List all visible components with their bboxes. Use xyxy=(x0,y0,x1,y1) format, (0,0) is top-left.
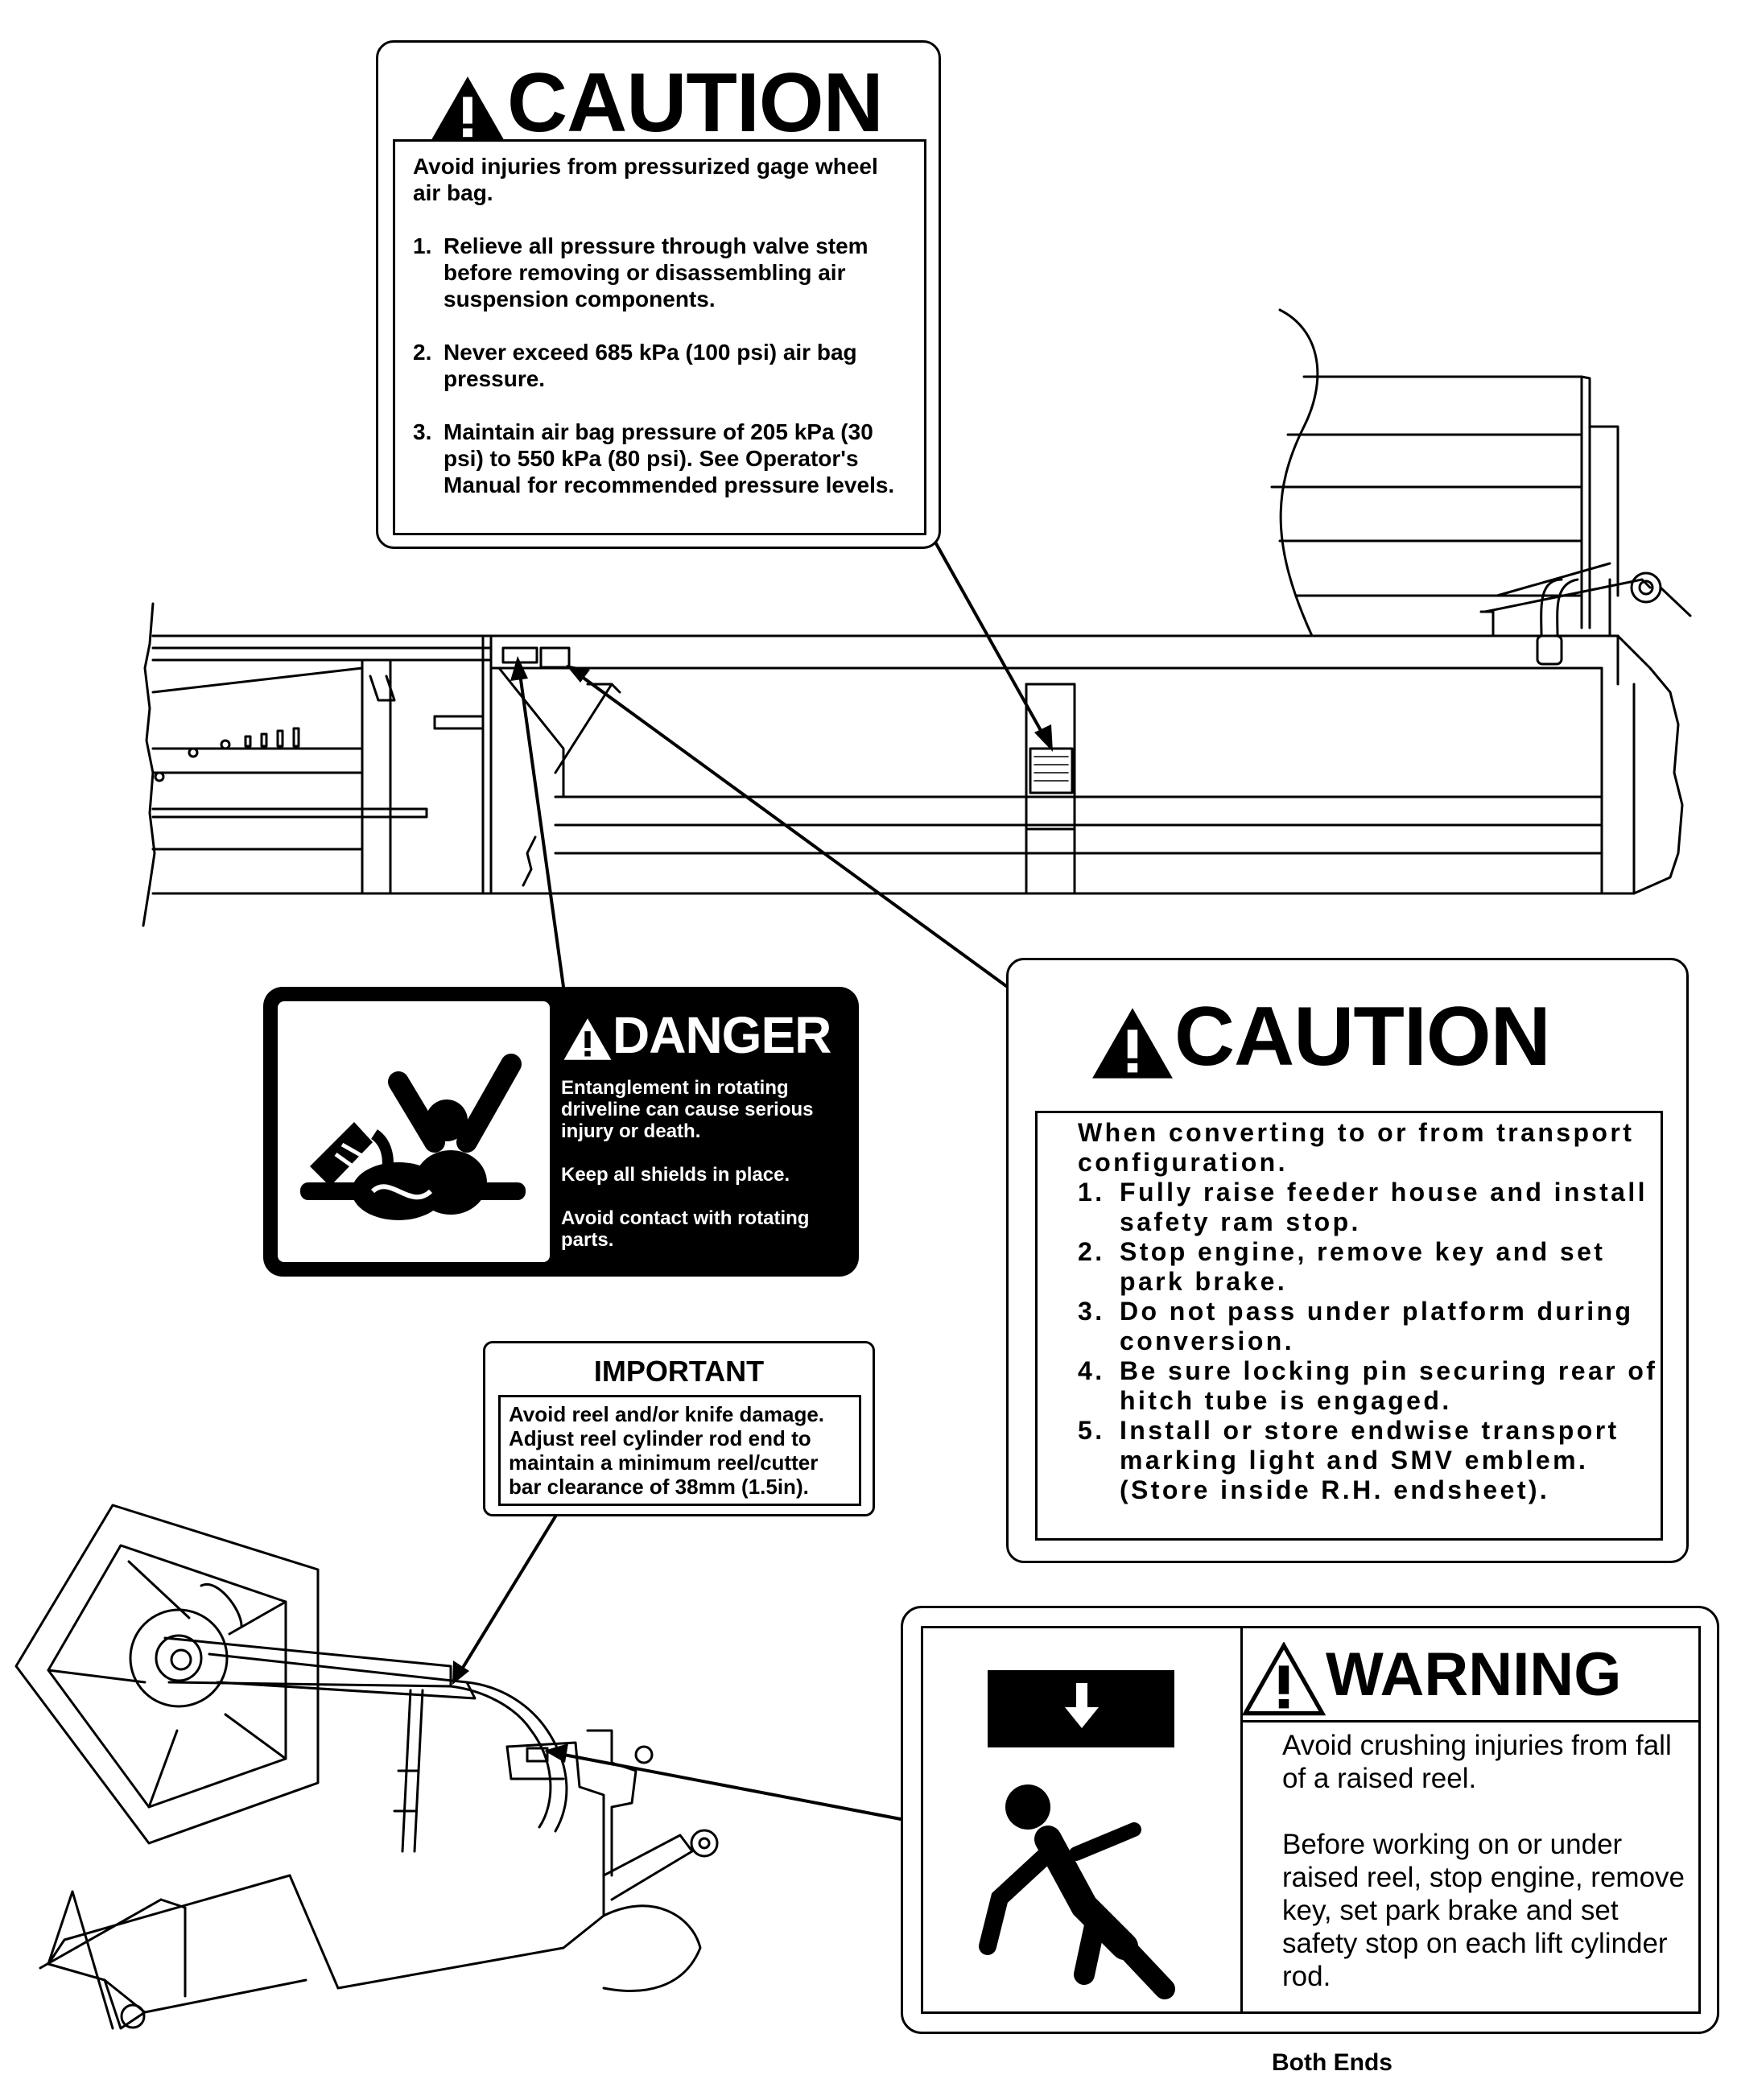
danger-line: Keep all shields in place. xyxy=(561,1164,790,1186)
danger-line: Avoid contact with rotating parts. xyxy=(561,1207,810,1251)
warning-frame: WARNING Avoid crushing injuries from fal… xyxy=(921,1626,1701,2014)
warning-heading: WARNING xyxy=(1242,1636,1621,1716)
pointer-lines xyxy=(457,538,1048,1821)
warning-body: Avoid crushing injuries from fall of a r… xyxy=(1242,1720,1698,2011)
caution-right-item: 1. Fully raise feeder house and install … xyxy=(1078,1178,1648,1236)
danger-line: Entanglement in rotating driveline can c… xyxy=(561,1077,814,1142)
important-title: IMPORTANT xyxy=(593,1355,765,1388)
caution-right-heading: CAUTION xyxy=(1091,984,1551,1089)
alert-triangle-icon xyxy=(1242,1641,1326,1716)
header-platform-drawing xyxy=(142,308,1692,927)
driveline-entanglement-icon xyxy=(300,1054,526,1220)
caution-top-heading: CAUTION xyxy=(428,51,884,155)
caution-right-item: 4. Be sure locking pin securing rear of … xyxy=(1078,1356,1658,1415)
caution-top-title: CAUTION xyxy=(507,56,884,150)
caution-top-body: Avoid injuries from pressurized gage whe… xyxy=(393,139,926,535)
danger-title: DANGER xyxy=(613,1006,831,1064)
danger-body: Entanglement in rotating driveline can c… xyxy=(561,1077,843,1273)
caution-right-title: CAUTION xyxy=(1174,990,1551,1083)
caution-transport-decal: CAUTION When converting to or from trans… xyxy=(1006,958,1689,1563)
caution-top-item: 3. Maintain air bag pressure of 205 kPa … xyxy=(413,419,895,497)
alert-triangle-icon xyxy=(1092,1007,1173,1079)
reel-arm-drawing xyxy=(14,1504,719,2030)
warning-title: WARNING xyxy=(1326,1640,1622,1709)
warning-pictogram xyxy=(923,1628,1243,2011)
important-reel-clearance-decal: IMPORTANT Avoid reel and/or knife damage… xyxy=(483,1341,875,1516)
both-ends-note: Both Ends xyxy=(1272,2049,1392,2076)
warning-line: Avoid crushing injuries from fall of a r… xyxy=(1282,1730,1672,1794)
alert-triangle-icon xyxy=(430,76,505,142)
pointer-arrowheads xyxy=(452,656,1053,1763)
caution-right-intro: When converting to or from transport con… xyxy=(1078,1118,1635,1177)
falling-reel-crush-icon xyxy=(979,1670,1175,1999)
warning-line: Before working on or under raised reel, … xyxy=(1282,1829,1685,1992)
warning-raised-reel-decal: WARNING Avoid crushing injuries from fal… xyxy=(901,1606,1719,2034)
caution-top-intro: Avoid injuries from pressurized gage whe… xyxy=(413,154,878,205)
danger-heading: DANGER xyxy=(563,1005,831,1066)
important-body: Avoid reel and/or knife damage. Adjust r… xyxy=(498,1395,861,1506)
caution-air-bag-decal: CAUTION Avoid injuries from pressurized … xyxy=(376,40,941,549)
caution-right-item: 5. Install or store endwise transport ma… xyxy=(1078,1416,1619,1504)
caution-right-item: 3. Do not pass under platform during con… xyxy=(1078,1297,1634,1355)
important-text: Avoid reel and/or knife damage. Adjust r… xyxy=(509,1402,825,1499)
caution-top-item: 1. Relieve all pressure through valve st… xyxy=(413,233,868,311)
danger-pictogram xyxy=(278,1001,550,1262)
caution-right-body: When converting to or from transport con… xyxy=(1035,1111,1663,1541)
alert-triangle-icon xyxy=(563,1018,612,1060)
caution-top-item: 2. Never exceed 685 kPa (100 psi) air ba… xyxy=(413,340,857,391)
caution-right-item: 2. Stop engine, remove key and set park … xyxy=(1078,1237,1606,1296)
danger-driveline-decal: DANGER Entanglement in rotating drivelin… xyxy=(263,987,859,1277)
